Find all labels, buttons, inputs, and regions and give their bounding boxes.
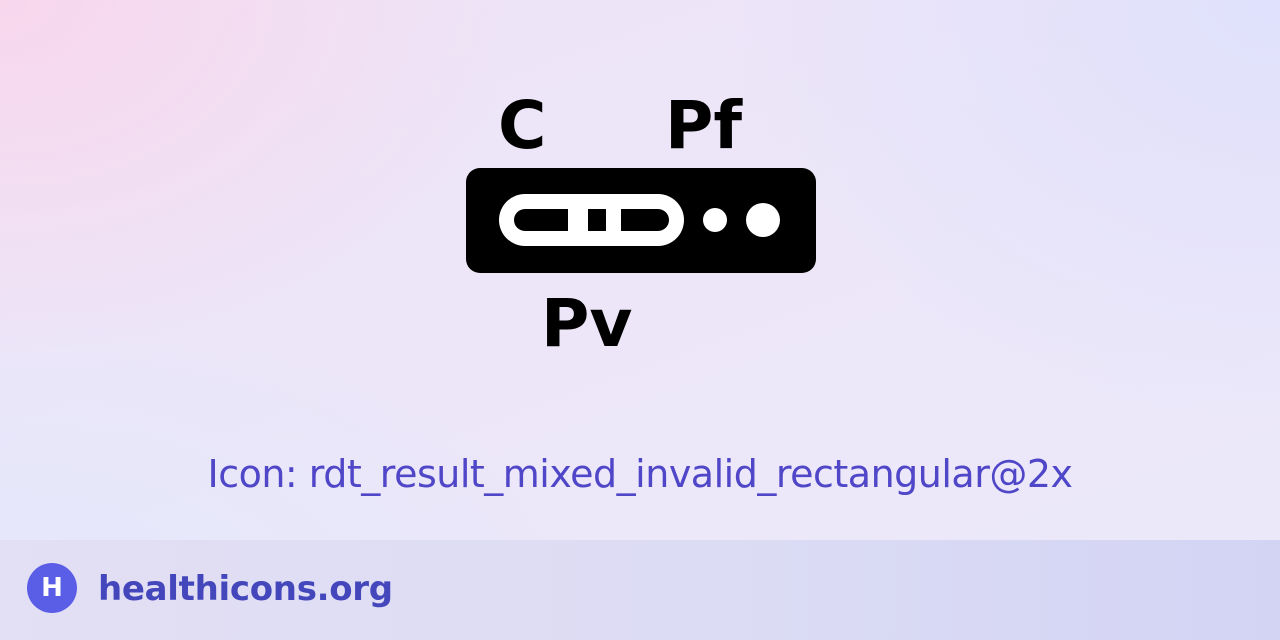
healthicons-logo-icon[interactable]: H (27, 563, 77, 613)
logo-letter: H (41, 573, 63, 603)
site-link[interactable]: healthicons.org (98, 569, 393, 609)
icon-label-c: C (498, 87, 546, 164)
footer-bar: H healthicons.org (0, 540, 1280, 640)
icon-caption: Icon: rdt_result_mixed_invalid_rectangul… (207, 452, 1073, 496)
icon-label-pf: Pf (665, 87, 743, 164)
test-cassette-shape (466, 168, 816, 273)
icon-label-pv: Pv (541, 285, 632, 362)
rdt-result-mixed-invalid-rectangular-icon: C Pf Pv (440, 70, 840, 370)
